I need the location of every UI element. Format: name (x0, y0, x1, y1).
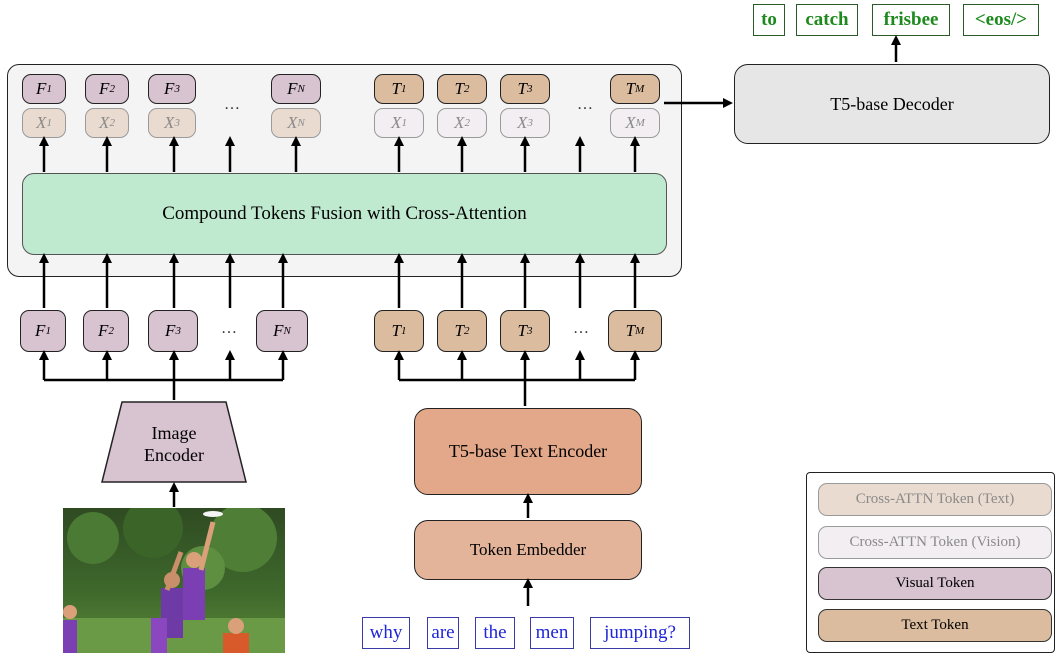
token-embedder-block: Token Embedder (414, 520, 642, 580)
fusion-label: Compound Tokens Fusion with Cross-Attent… (162, 203, 527, 224)
token-embedder-label: Token Embedder (469, 540, 587, 559)
output-word-frisbee: frisbee (872, 4, 950, 36)
legend-cross-attn-vision: Cross-ATTN Token (Vision) (818, 526, 1052, 559)
image-encoder-shape (101, 401, 247, 483)
question-word-are: are (427, 617, 459, 649)
legend-cross-attn-text: Cross-ATTN Token (Text) (818, 483, 1052, 516)
question-word-jumping: jumping? (590, 617, 690, 649)
fused-visual-ellipsis: … (224, 96, 240, 113)
output-word-eos: <eos/> (963, 4, 1039, 36)
text-encoder-label: T5-base Text Encoder (448, 441, 608, 461)
question-word-the: the (475, 617, 515, 649)
fusion-block: Compound Tokens Fusion with Cross-Attent… (22, 173, 667, 255)
question-word-men: men (530, 617, 574, 649)
decoder-label: T5-base Decoder (830, 93, 954, 114)
image-encoder-label: Image Encoder (144, 423, 204, 465)
legend-text-token: Text Token (818, 609, 1052, 642)
fused-text-ellipsis: … (577, 96, 593, 113)
legend-visual-token: Visual Token (818, 567, 1052, 600)
text-encoder-block: T5-base Text Encoder (414, 408, 642, 495)
question-word-why: why (362, 617, 410, 649)
visual-token-ellipsis: … (221, 320, 237, 337)
output-word-to: to (753, 4, 785, 36)
decoder-block: T5-base Decoder (734, 64, 1050, 144)
output-word-catch: catch (796, 4, 858, 36)
input-photo (63, 508, 285, 653)
text-token-ellipsis: … (573, 320, 589, 337)
